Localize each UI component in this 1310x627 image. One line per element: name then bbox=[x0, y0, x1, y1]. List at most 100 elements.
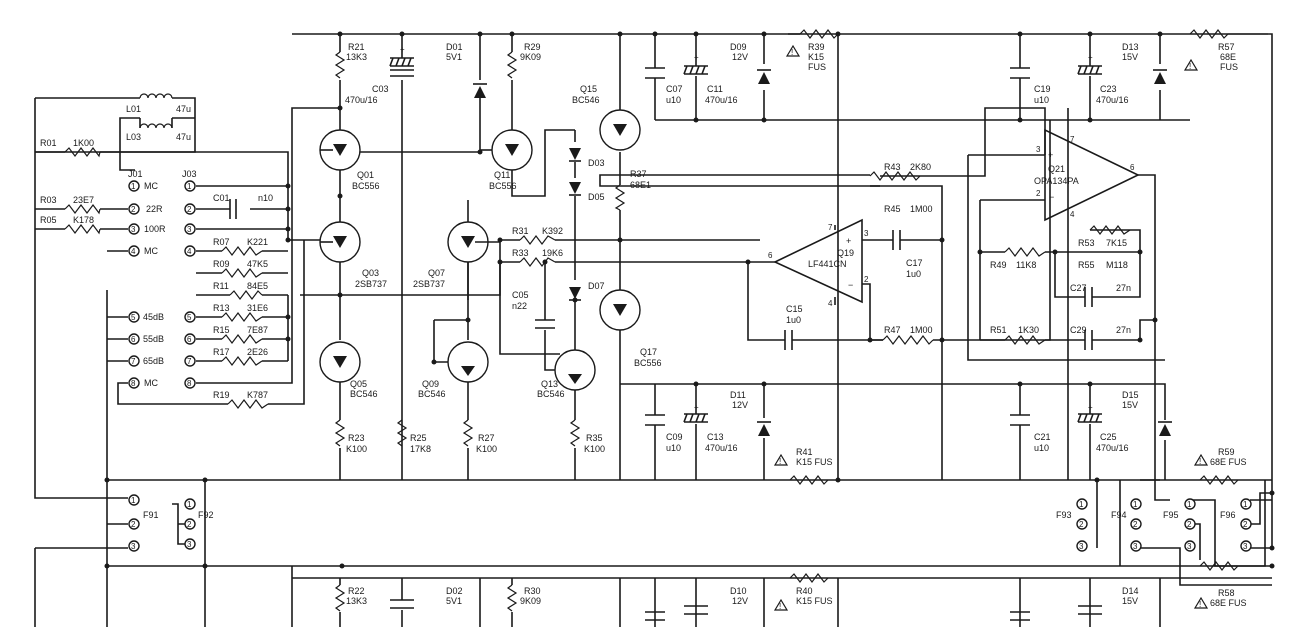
label-f94: F94 bbox=[1111, 510, 1127, 520]
label-d10-ref: D10 bbox=[730, 586, 747, 596]
label-r58-value: 68E FUS bbox=[1210, 598, 1247, 608]
f96-pin-1: 1 bbox=[1243, 500, 1248, 509]
warning-icons: ! ! ! ! ! ! bbox=[773, 44, 1209, 611]
label-q13-value: BC546 bbox=[537, 389, 565, 399]
pin-8-left: 8 bbox=[131, 379, 136, 388]
label-q09-ref: Q09 bbox=[422, 379, 439, 389]
label-c25-value: 470u/16 bbox=[1096, 443, 1129, 453]
selector-pos-3-label: 100R bbox=[144, 224, 166, 234]
label-r31-value: K392 bbox=[542, 226, 563, 236]
label-r29-ref: R29 bbox=[524, 42, 541, 52]
wires bbox=[34, 33, 1273, 627]
label-r09-ref: R09 bbox=[213, 259, 230, 269]
svg-text:!: ! bbox=[779, 457, 781, 466]
label-q17-value: BC556 bbox=[634, 358, 662, 368]
pin-1-right: 1 bbox=[187, 182, 192, 191]
label-r03-value: 23E7 bbox=[73, 195, 94, 205]
label-r59-value: 68E FUS bbox=[1210, 457, 1247, 467]
svg-text:+: + bbox=[400, 45, 405, 54]
component-labels: L01 47u L03 47u R01 1K00 R03 23E7 R05 K1… bbox=[40, 42, 1248, 608]
label-r40-value: K15 FUS bbox=[796, 596, 833, 606]
label-c15-ref: C15 bbox=[786, 304, 803, 314]
opamp2-pin-6: 6 bbox=[1130, 163, 1135, 172]
label-c03-ref: C03 bbox=[372, 84, 389, 94]
label-q07-value: 2SB737 bbox=[413, 279, 445, 289]
label-f95: F95 bbox=[1163, 510, 1179, 520]
junctions bbox=[104, 31, 1275, 569]
label-j01: J01 bbox=[128, 169, 143, 179]
label-c17-ref: C17 bbox=[906, 258, 923, 268]
label-r47-value: 1M00 bbox=[910, 325, 933, 335]
label-r39-extra: FUS bbox=[808, 62, 826, 72]
diode-symbols bbox=[473, 69, 1172, 436]
opamp2-plus: + bbox=[1048, 150, 1053, 160]
label-c05-ref: C05 bbox=[512, 290, 529, 300]
label-r17-ref: R17 bbox=[213, 347, 230, 357]
label-r55-value: M118 bbox=[1106, 260, 1128, 270]
f96-pin-2: 2 bbox=[1243, 520, 1248, 529]
label-q21-value: OPA134PA bbox=[1034, 176, 1079, 186]
label-j03: J03 bbox=[182, 169, 197, 179]
label-c17-value: 1u0 bbox=[906, 269, 921, 279]
pin-6-right: 6 bbox=[187, 335, 192, 344]
label-r11-value: 84E5 bbox=[247, 281, 268, 291]
label-r01-value: 1K00 bbox=[73, 138, 94, 148]
label-c09-value: u10 bbox=[666, 443, 681, 453]
label-r21-ref: R21 bbox=[348, 42, 365, 52]
label-d02-value: 5V1 bbox=[446, 596, 462, 606]
label-q09-value: BC546 bbox=[418, 389, 446, 399]
label-f92: F92 bbox=[198, 510, 214, 520]
svg-text:!: ! bbox=[1199, 457, 1201, 466]
f91-pin-3: 3 bbox=[131, 542, 136, 551]
label-d15-ref: D15 bbox=[1122, 390, 1139, 400]
label-r11-ref: R11 bbox=[213, 281, 229, 291]
label-c23-value: 470u/16 bbox=[1096, 95, 1129, 105]
label-r39-value: K15 bbox=[808, 52, 824, 62]
label-q15-ref: Q15 bbox=[580, 84, 597, 94]
label-r39-ref: R39 bbox=[808, 42, 825, 52]
f93-pin-3: 3 bbox=[1079, 542, 1084, 551]
label-r57-value: 68E bbox=[1220, 52, 1236, 62]
selector-pos-2-label: 22R bbox=[146, 204, 163, 214]
label-c07-ref: C07 bbox=[666, 84, 683, 94]
label-c13-ref: C13 bbox=[707, 432, 724, 442]
label-r47-ref: R47 bbox=[884, 325, 901, 335]
opamp2-pin-7: 7 bbox=[1070, 135, 1075, 144]
label-r25-value: 17K8 bbox=[410, 444, 431, 454]
label-q01-ref: Q01 bbox=[357, 170, 374, 180]
opamp1-pin-6: 6 bbox=[768, 251, 773, 260]
f96-pin-3: 3 bbox=[1243, 542, 1248, 551]
label-d11-value: 12V bbox=[732, 400, 748, 410]
label-q17-ref: Q17 bbox=[640, 347, 657, 357]
label-l03-ref: L03 bbox=[126, 132, 141, 142]
label-d09-value: 12V bbox=[732, 52, 748, 62]
label-r13-value: 31E6 bbox=[247, 303, 268, 313]
opamp2-pin-2: 2 bbox=[1036, 189, 1041, 198]
label-c15-value: 1u0 bbox=[786, 315, 801, 325]
label-r23-value: K100 bbox=[346, 444, 367, 454]
label-r35-value: K100 bbox=[584, 444, 605, 454]
pin-4-left: 4 bbox=[131, 247, 136, 256]
label-d14-ref: D14 bbox=[1122, 586, 1139, 596]
selector-pos-8-label: MC bbox=[144, 378, 158, 388]
f95-pin-3: 3 bbox=[1187, 542, 1192, 551]
label-c25-ref: C25 bbox=[1100, 432, 1117, 442]
label-q07-ref: Q07 bbox=[428, 268, 445, 278]
label-c07-value: u10 bbox=[666, 95, 681, 105]
label-r05-value: K178 bbox=[73, 215, 94, 225]
f92-pin-1: 1 bbox=[187, 500, 192, 509]
f95-pin-1: 1 bbox=[1187, 500, 1192, 509]
label-l01-value: 47u bbox=[176, 104, 191, 114]
label-r49-value: 11K8 bbox=[1016, 260, 1036, 270]
opamp-symbols bbox=[773, 128, 1140, 304]
label-f96: F96 bbox=[1220, 510, 1236, 520]
label-d02-ref: D02 bbox=[446, 586, 463, 596]
opamp2-minus: − bbox=[1049, 192, 1054, 202]
pin-5-right: 5 bbox=[187, 313, 192, 322]
f95-pin-2: 2 bbox=[1187, 520, 1192, 529]
label-c05-value: n22 bbox=[512, 301, 527, 311]
label-r19-ref: R19 bbox=[213, 390, 230, 400]
label-r09-value: 47K5 bbox=[247, 259, 268, 269]
